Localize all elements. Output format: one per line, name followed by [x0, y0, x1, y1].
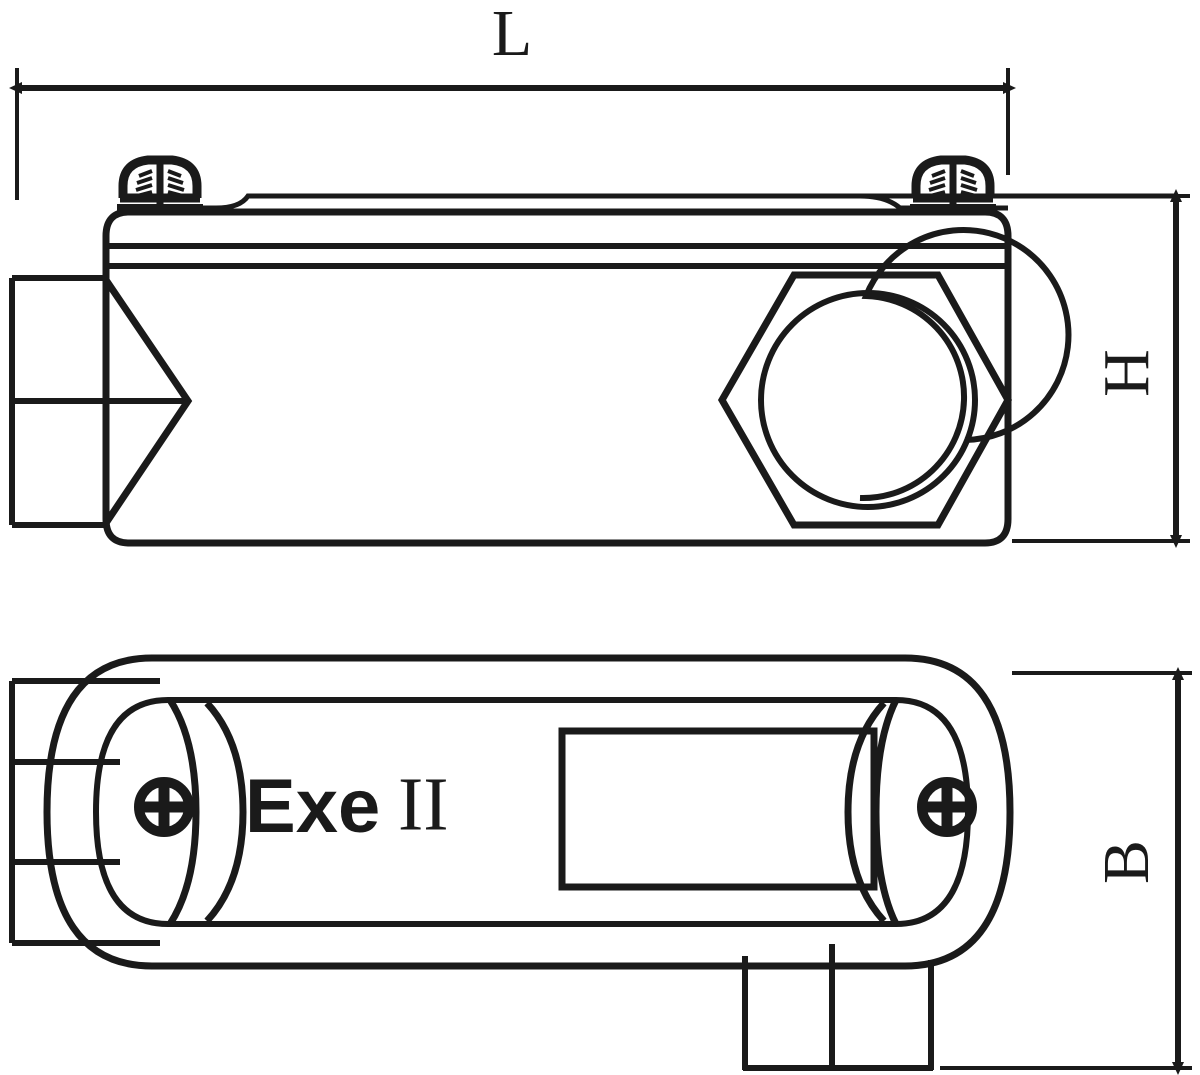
screw-thread-hatch-left [135, 169, 185, 198]
cover-screw-left-elevation [117, 155, 203, 212]
hexagonal-threaded-hub [717, 227, 1072, 529]
dimension-label-H: H [1090, 349, 1163, 397]
cover-plate-elevation [124, 193, 1176, 211]
conduit-entry-bottom-branch [742, 944, 934, 1071]
cover-marking-brand: Exe [245, 764, 380, 849]
dimension-height-H [1012, 189, 1190, 548]
dimension-length-L [9, 68, 1016, 200]
dimension-label-B: B [1090, 840, 1163, 884]
cover-outer-outline-plan [43, 654, 1014, 970]
screw-head-circle-left-plan [134, 777, 194, 837]
screw-head-circle-right-plan [917, 777, 977, 837]
body-outline-elevation [102, 208, 1012, 547]
rectangular-nameplate-recess [558, 727, 878, 891]
hub-bore-outer-circle [758, 290, 978, 510]
plan-cover-view [9, 654, 1014, 1071]
dimension-width-B [940, 667, 1192, 1075]
conduit-left-chamfer-vee [103, 278, 193, 525]
cover-screw-right-plan [917, 777, 977, 837]
screw-head-dome-right [911, 155, 995, 198]
cover-plate-top-line-right [859, 193, 1008, 211]
cover-screw-left-plan [134, 777, 194, 837]
boss-cutout-right-inner [872, 698, 900, 926]
boss-cutout-left-outer [204, 700, 247, 924]
screw-head-dome-left [118, 155, 202, 198]
hub-thread-spiral [859, 227, 1072, 502]
dimension-label-L: L [492, 0, 532, 70]
boss-cutout-left-inner [167, 698, 200, 926]
cover-marking-suffix: II [398, 762, 449, 846]
cover-plate-top-line [124, 193, 1176, 211]
side-elevation-view [9, 155, 1176, 547]
cover-screw-right-elevation [910, 155, 996, 212]
hex-nut-outline [717, 271, 1013, 529]
conduit-entry-left-elevation [9, 275, 193, 528]
